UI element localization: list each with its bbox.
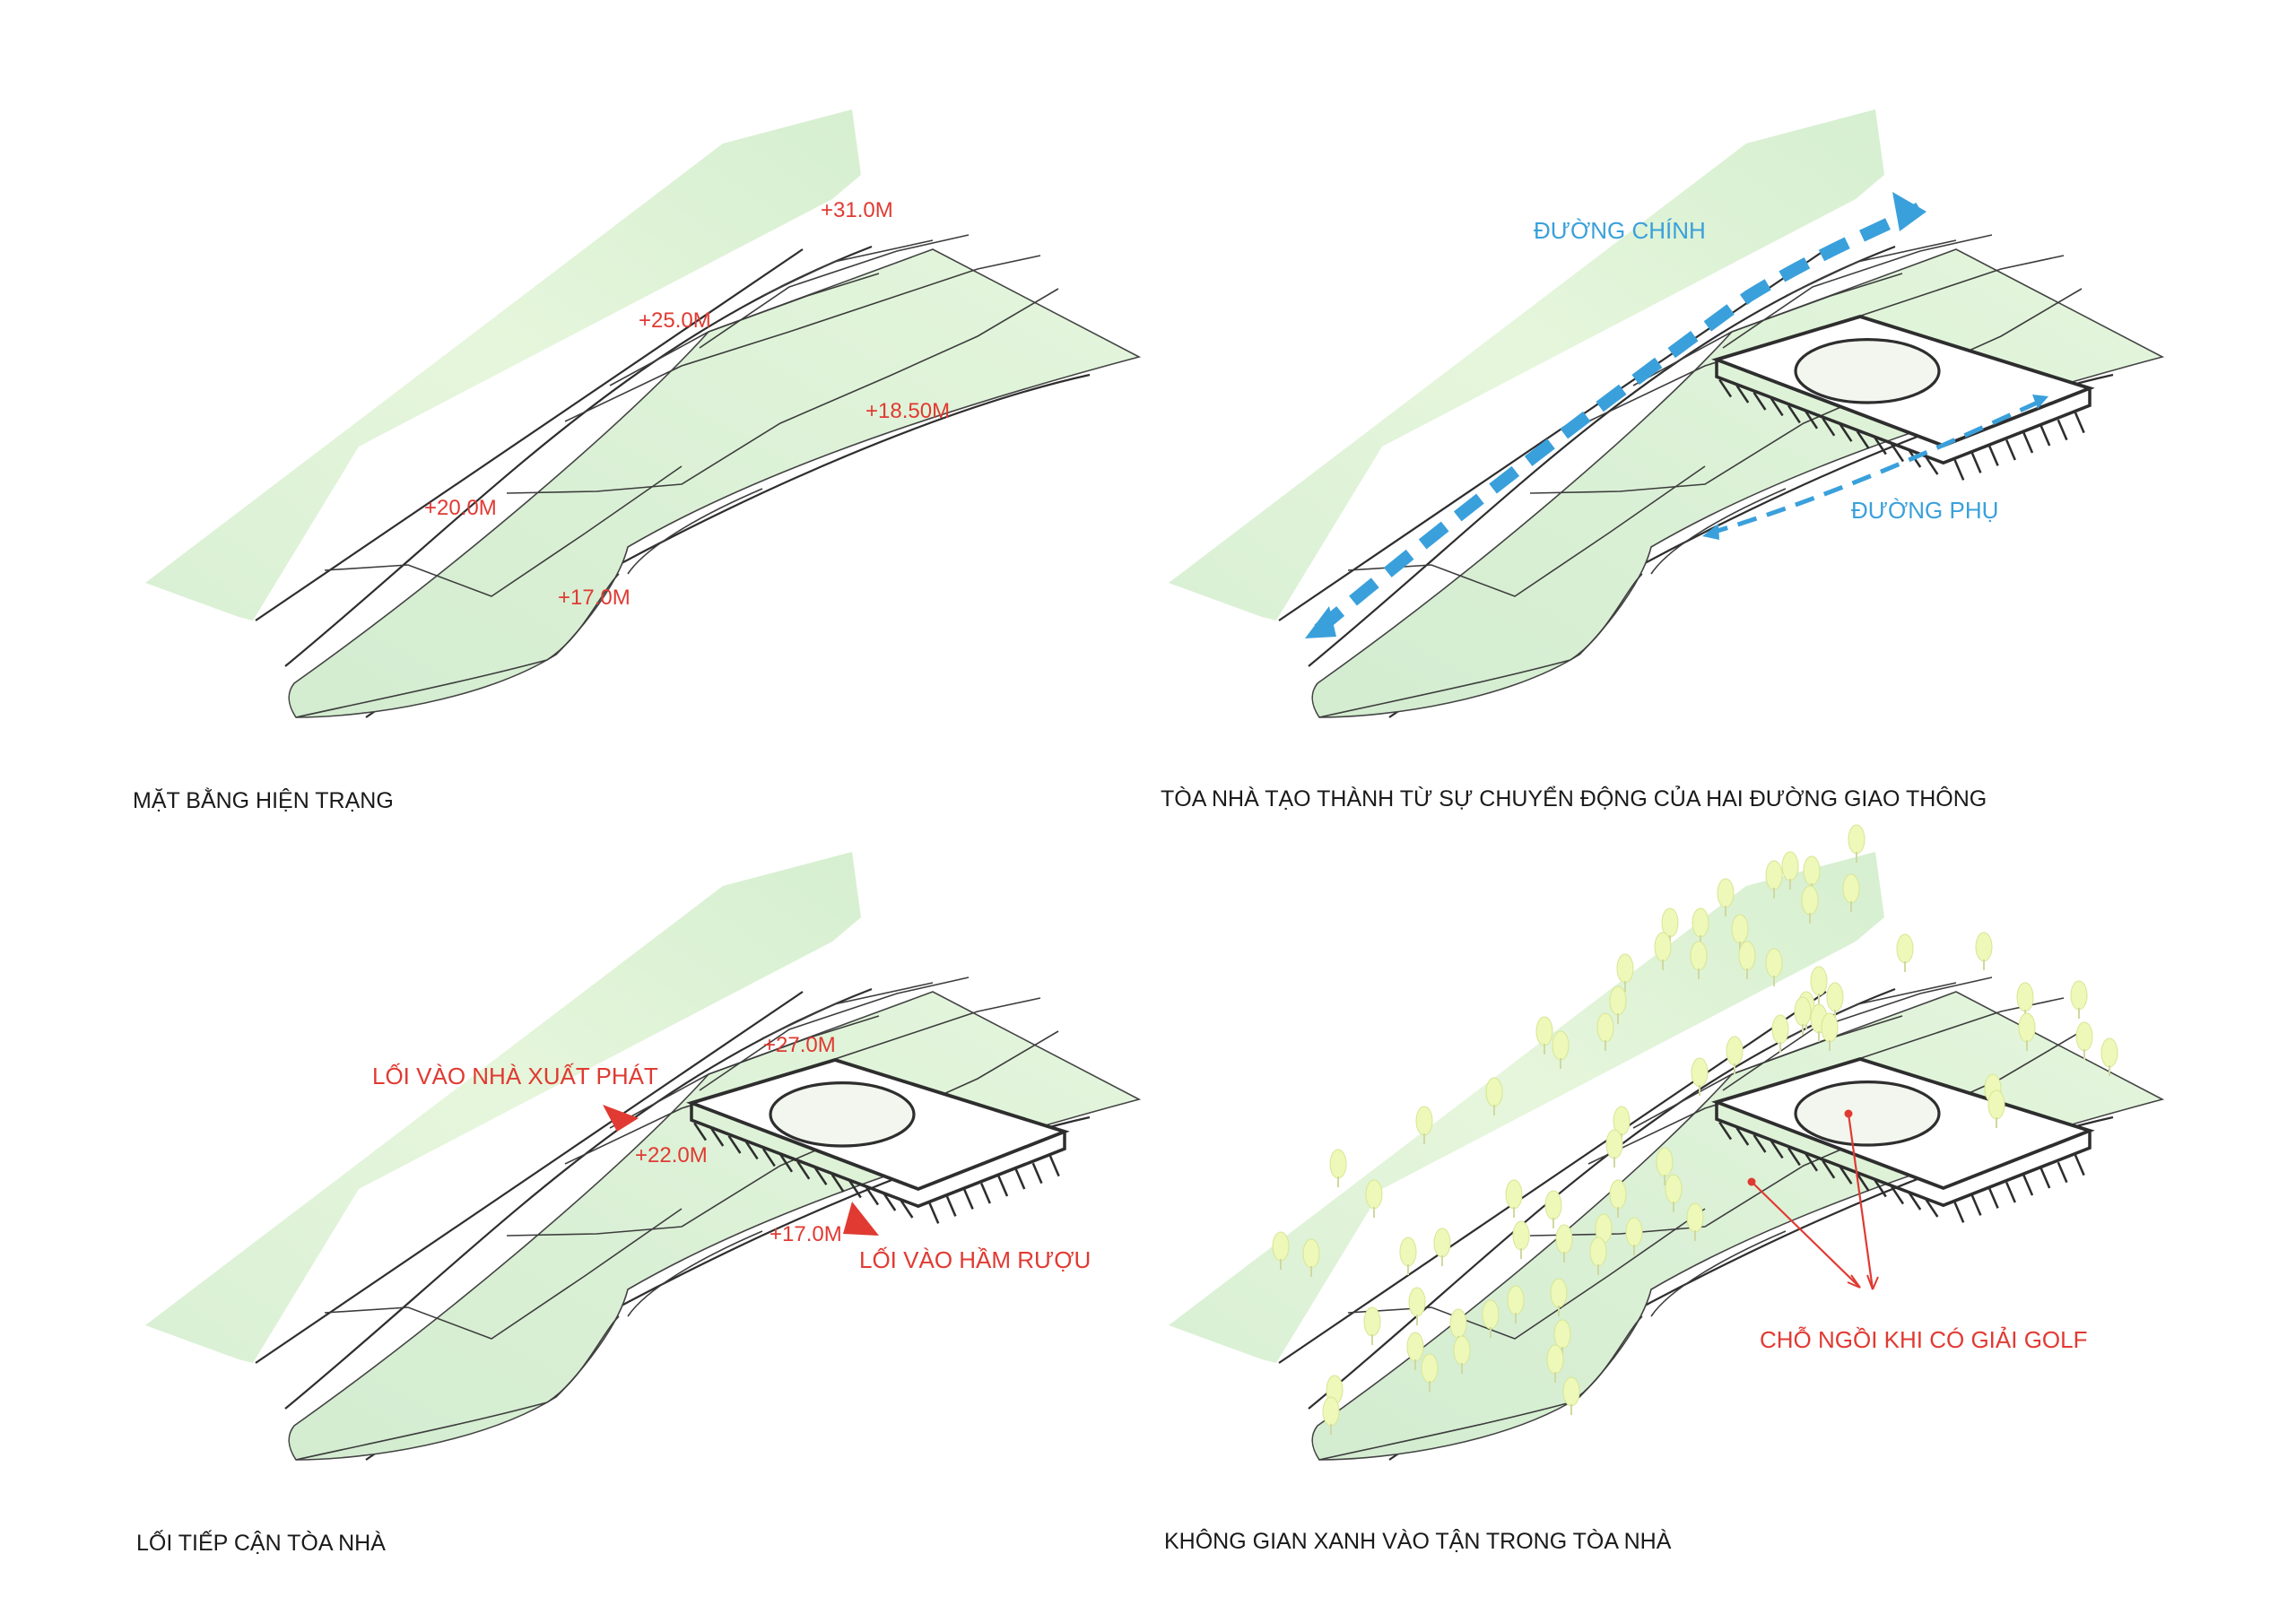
main-road-arrowhead-right [1892, 192, 1926, 231]
tree-icon [1399, 1237, 1417, 1276]
main-road-label: ĐƯỜNG CHÍNH [1534, 217, 1706, 244]
tree-icon [2075, 1021, 2093, 1061]
panel-existing-site: +31.0M +25.0M +18.50M +20.0M +17.0M MẶT … [133, 108, 1141, 813]
caption-existing-site: MẶT BẰNG HIỆN TRẠNG [133, 787, 394, 813]
entrance-main-label: LỐI VÀO NHÀ XUẤT PHÁT [372, 1063, 658, 1089]
terrain-drawing [1167, 108, 2164, 735]
tree-icon [1329, 1149, 1347, 1188]
side-road-arrow [1708, 397, 2045, 536]
tree-icon [2070, 980, 2088, 1020]
elevation-label-17m: +17.0M [558, 586, 631, 610]
elevation-label-31m: +31.0M [821, 198, 893, 222]
elevation-label-22m: +22.0M [635, 1143, 708, 1167]
seating-point-1 [1747, 1177, 1756, 1186]
panel-green-space: CHỖ NGỒI KHI CÓ GIẢI GOLF KHÔNG GIAN XAN… [1164, 824, 2164, 1554]
tree-icon [1512, 1220, 1530, 1260]
tree-icon [1544, 1190, 1562, 1229]
tree-icon [1975, 932, 1993, 971]
seating-pointer-line-1 [1751, 1181, 1861, 1289]
elevation-label-27m: +27.0M [763, 1033, 836, 1057]
elevation-label-25m: +25.0M [639, 308, 711, 333]
seating-note-label: CHỖ NGỒI KHI CÓ GIẢI GOLF [1760, 1326, 2088, 1353]
elevation-label-17m: +17.0M [770, 1222, 842, 1246]
tree-icon [1433, 1228, 1451, 1267]
side-road-arrowhead-right [2032, 395, 2048, 409]
seating-pointer-line-2 [1847, 1113, 1874, 1290]
terrain-drawing [144, 108, 1141, 735]
tree-icon [1794, 996, 1812, 1036]
seating-arrowhead-1 [1847, 1274, 1861, 1289]
tree-icon [1505, 1179, 1523, 1219]
main-road-arrowhead-left [1305, 606, 1336, 638]
main-road-arrow [1314, 202, 1923, 635]
caption-green-space: KHÔNG GIAN XANH VÀO TẬN TRONG TÒA NHÀ [1164, 1528, 1672, 1554]
caption-building-access: LỐI TIẾP CẬN TÒA NHÀ [136, 1529, 386, 1556]
tree-icon [1691, 1057, 1709, 1097]
seating-arrowhead-2 [1866, 1274, 1879, 1290]
seating-point-2 [1844, 1109, 1853, 1118]
tree-icon [1726, 1036, 1744, 1075]
elevation-label-20m: +20.0M [424, 496, 497, 520]
entrance-marker-cellar [843, 1202, 879, 1236]
tree-icon [1562, 1376, 1580, 1416]
entrance-cellar-label: LỐI VÀO HẦM RƯỢU [859, 1246, 1091, 1273]
tree-icon [1896, 933, 1914, 973]
elevation-label-18-5m: +18.50M [865, 399, 950, 423]
side-road-label: ĐƯỜNG PHỤ [1851, 497, 1998, 524]
panel-road-movement: ĐƯỜNG CHÍNH ĐƯỜNG PHỤ TÒA NHÀ TẠO THÀNH … [1161, 108, 2164, 812]
entrance-marker-main [603, 1105, 639, 1132]
tree-icon [1363, 1306, 1381, 1346]
panel-building-access: +27.0M +22.0M +17.0M LỐI VÀO NHÀ XUẤT PH… [136, 850, 1141, 1556]
tree-icon [1365, 1179, 1383, 1219]
side-road-arrowhead-left [1702, 524, 1719, 540]
tree-icon [1605, 1129, 1623, 1168]
caption-road-movement: TÒA NHÀ TẠO THÀNH TỪ SỰ CHUYỂN ĐỘNG CỦA … [1161, 785, 1987, 812]
